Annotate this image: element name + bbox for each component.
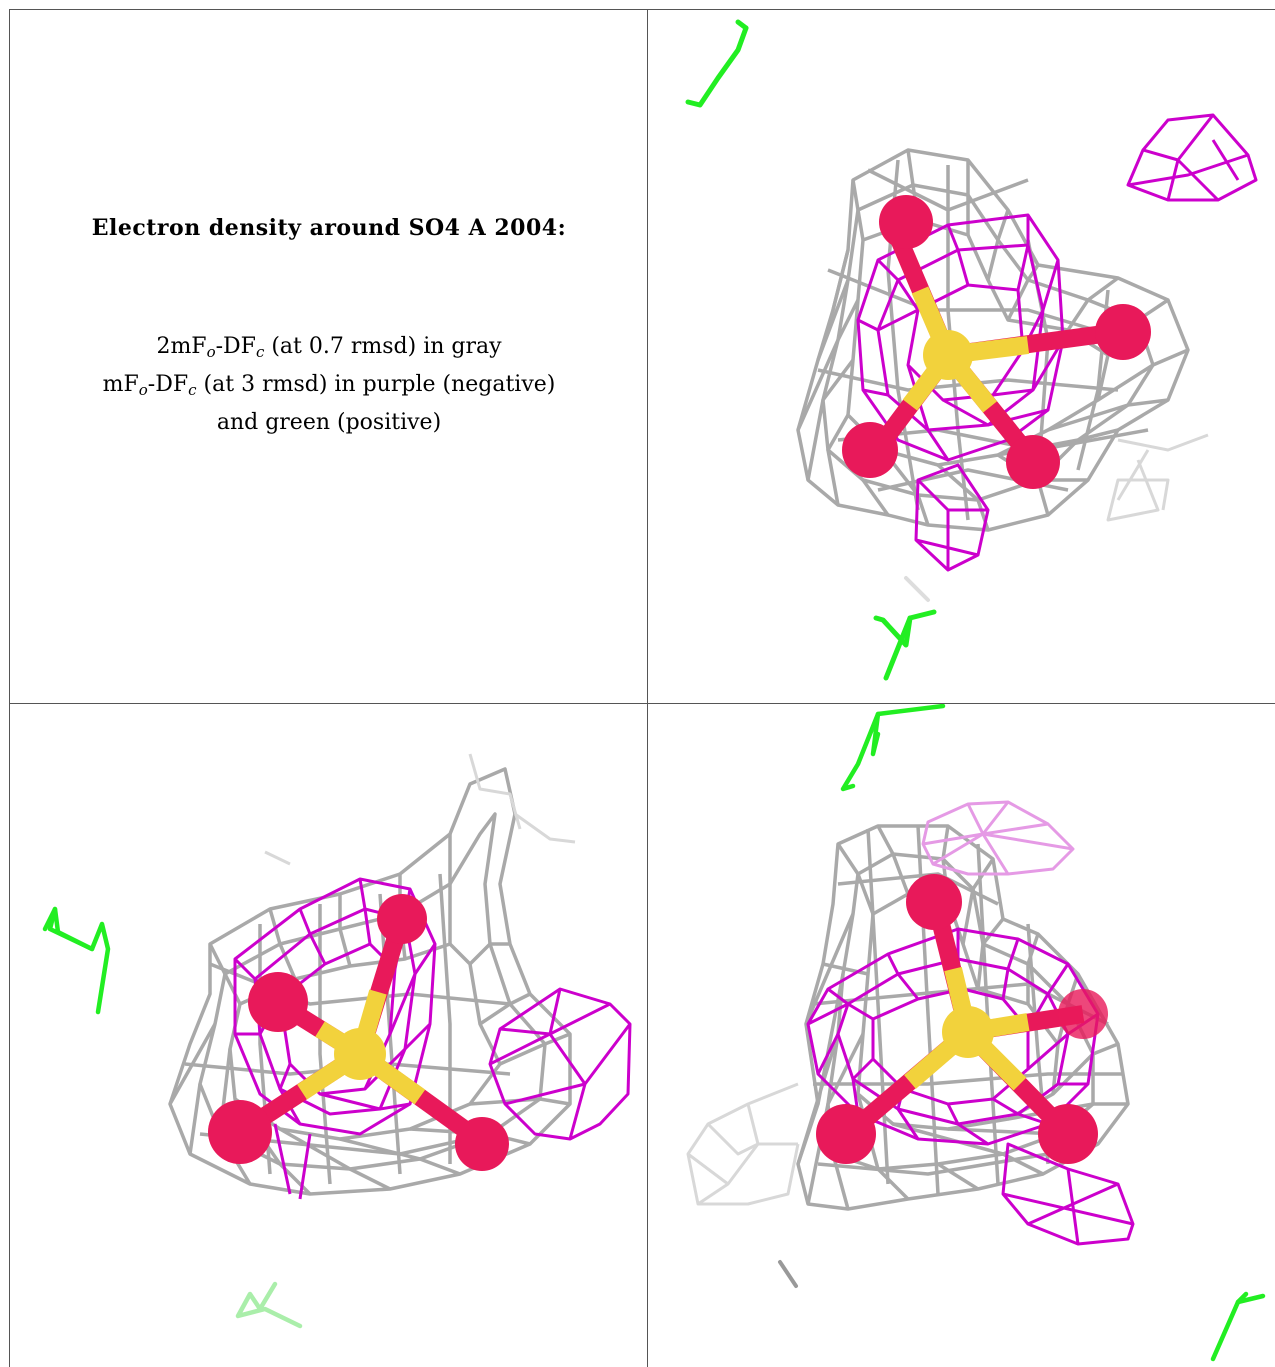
density-image-top-right [685, 19, 1258, 681]
sulfate-molecule [816, 874, 1108, 1164]
table-divider-horizontal [9, 703, 1275, 704]
purple-density-mesh [856, 113, 1258, 572]
sulfate-molecule [208, 894, 509, 1171]
purple-density-mesh [233, 877, 632, 1200]
legend-line-mfo-dfc: mFo-DFc (at 3 rmsd) in purple (negative) [102, 372, 556, 399]
figure-title: Electron density around SO4 A 2004: [91, 215, 567, 241]
table-border-left [9, 9, 10, 1367]
density-view-bottom-right [648, 704, 1275, 1367]
green-density-fragment [42, 906, 303, 1329]
density-view-bottom-left [10, 704, 647, 1367]
light-density-mesh [1106, 433, 1209, 522]
density-image-bottom-left [42, 753, 632, 1329]
light-density-mesh [264, 753, 576, 866]
green-density-fragment [685, 19, 937, 681]
legend-line-2mfo-dfc: 2mFo-DFc (at 0.7 rmsd) in gray [156, 334, 502, 361]
caption-cell: Electron density around SO4 A 2004: 2mFo… [10, 10, 647, 703]
density-image-bottom-right [686, 704, 1266, 1362]
figure-description: 2mFo-DFc (at 0.7 rmsd) in gray mFo-DFc (… [10, 328, 647, 442]
green-density-fragment [778, 704, 1266, 1362]
density-view-top-right [648, 10, 1275, 703]
table-border-top [9, 9, 1275, 10]
table-divider-vertical [647, 9, 648, 1367]
light-density-mesh [686, 1082, 800, 1206]
legend-line-green: and green (positive) [216, 410, 442, 435]
sulfate-molecule [842, 195, 1151, 489]
